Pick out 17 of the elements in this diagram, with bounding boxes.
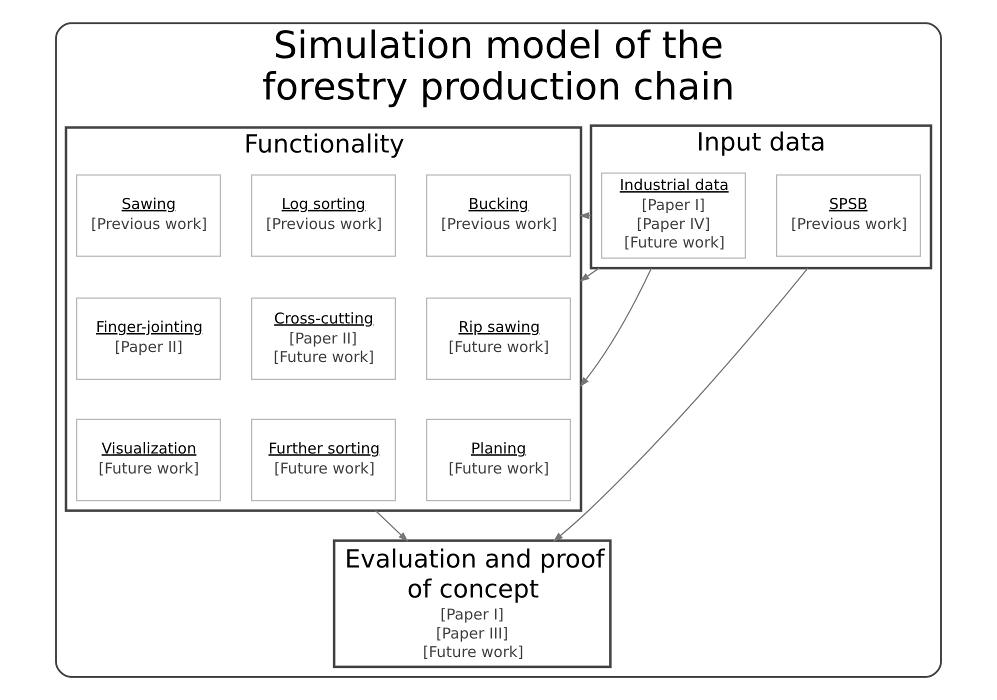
node-box: Finger-jointing [Paper II] xyxy=(76,298,221,380)
node-box: Further sorting [Future work] xyxy=(251,418,396,502)
node-box: Sawing [Previous work] xyxy=(76,174,221,257)
node-box: SPSB [Previous work] xyxy=(776,174,921,257)
arrow xyxy=(579,268,600,282)
node-box: Rip sawing [Future work] xyxy=(426,298,571,380)
node-box: Bucking [Previous work] xyxy=(426,174,571,257)
node-box: Evaluation and proof of concept [Paper I] [Paper III] [Future work] xyxy=(332,539,612,668)
node-box: Log sorting [Previous work] xyxy=(251,174,396,257)
node-box: Industrial data [Paper I] [Paper IV] [Future work] xyxy=(601,172,746,259)
node-box: Visualization [Future work] xyxy=(76,418,221,502)
arrow xyxy=(375,510,408,542)
arrow xyxy=(580,268,652,387)
node-box: Cross-cutting [Paper II] [Future work] xyxy=(251,298,396,380)
node-box: Planing [Future work] xyxy=(426,418,571,502)
arrow xyxy=(553,268,808,542)
arrow xyxy=(579,212,591,220)
